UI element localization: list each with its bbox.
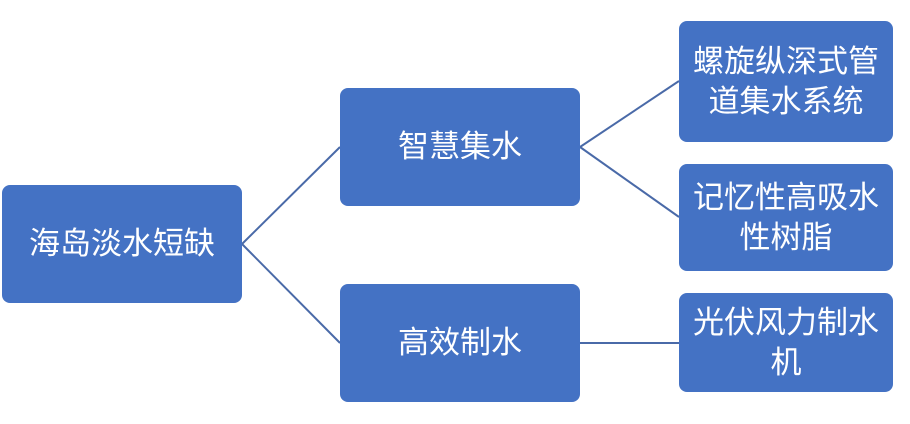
leaf-node-water-machine: 光伏风力制水机 [679,293,893,392]
branch-node-label: 智慧集水 [398,129,522,165]
branch-node-smart-collection: 智慧集水 [340,88,580,206]
connector-smart-collection-to-resin [579,146,680,218]
leaf-node-label: 记忆性高吸水性树脂 [693,179,879,256]
leaf-node-label: 光伏风力制水机 [693,304,879,381]
connector-smart-collection-to-pipe-system [579,80,680,148]
connector-root-to-efficient-production [241,243,341,344]
root-node: 海岛淡水短缺 [2,185,242,303]
leaf-node-label: 螺旋纵深式管道集水系统 [693,43,879,120]
root-node-label: 海岛淡水短缺 [29,226,215,262]
leaf-node-resin: 记忆性高吸水性树脂 [679,164,893,271]
branch-node-label: 高效制水 [398,325,522,361]
branch-node-efficient-production: 高效制水 [340,284,580,402]
connector-root-to-smart-collection [241,146,341,245]
leaf-node-pipe-system: 螺旋纵深式管道集水系统 [679,21,893,142]
